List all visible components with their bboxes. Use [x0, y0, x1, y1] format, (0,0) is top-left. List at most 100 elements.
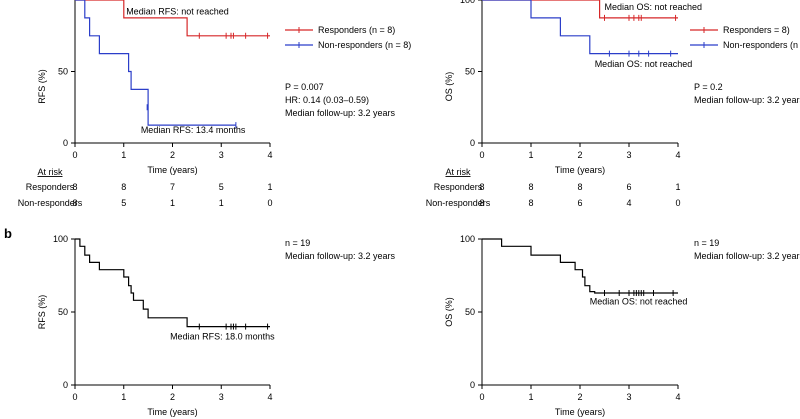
legend-n-label: = 8): [774, 25, 790, 35]
legend-item: Responders = 8): [690, 25, 790, 35]
x-tick-label: 3: [219, 392, 224, 402]
x-tick-label: 4: [675, 150, 680, 160]
x-tick-label: 1: [528, 392, 533, 402]
series-line-all: [482, 238, 678, 294]
x-tick-label: 4: [267, 150, 272, 160]
y-tick-label: 0: [63, 380, 68, 390]
at-risk-value: 5: [121, 198, 126, 208]
at-risk-value: 1: [219, 198, 224, 208]
x-axis-label: Time (years): [555, 165, 605, 175]
x-tick-label: 3: [219, 150, 224, 160]
x-tick-label: 1: [121, 392, 126, 402]
median-annotation: Median OS: not reached: [605, 2, 703, 12]
x-tick-label: 0: [72, 150, 77, 160]
at-risk-value: 1: [675, 182, 680, 192]
legend-label: Responders (n = 8): [318, 25, 395, 35]
at-risk-value: 8: [577, 182, 582, 192]
stats-line: HR: 0.14 (0.03–0.59): [285, 95, 369, 105]
at-risk-value: 0: [675, 198, 680, 208]
y-tick-label: 50: [465, 67, 475, 77]
y-axis-label: OS (%): [444, 72, 454, 102]
stats-line: Median follow-up: 3.2 years: [694, 95, 800, 105]
panel-b-label: b: [4, 226, 12, 241]
x-tick-label: 2: [170, 150, 175, 160]
at-risk-row-label: Responders: [26, 182, 75, 192]
y-axis-label: RFS (%): [37, 295, 47, 330]
legend-item: Non-responders (n = 8): [285, 40, 411, 50]
x-axis-label: Time (years): [147, 407, 197, 417]
at-risk-value: 4: [626, 198, 631, 208]
at-risk-value: 5: [219, 182, 224, 192]
at-risk-title: At risk: [37, 167, 63, 177]
at-risk-row-label: Responders: [434, 182, 483, 192]
legend-series-name: Responders: [723, 25, 774, 35]
x-axis-label: Time (years): [147, 165, 197, 175]
x-tick-label: 4: [675, 392, 680, 402]
y-tick-label: 50: [58, 307, 68, 317]
y-tick-label: 100: [460, 0, 475, 5]
at-risk-title: At risk: [445, 167, 471, 177]
legend-n-label: (n = 8): [385, 40, 411, 50]
legend-label: Responders = 8): [723, 25, 790, 35]
at-risk-row-label: Non-responders: [426, 198, 491, 208]
x-tick-label: 0: [479, 150, 484, 160]
series-line-all: [75, 238, 270, 328]
x-tick-label: 3: [626, 392, 631, 402]
stats-line: n = 19: [694, 238, 719, 248]
at-risk-value: 0: [267, 198, 272, 208]
stats-line: Median follow-up: 3.2 years: [285, 251, 396, 261]
stats-line: Median follow-up: 3.2 years: [285, 108, 396, 118]
x-tick-label: 1: [528, 150, 533, 160]
at-risk-value: 8: [479, 198, 484, 208]
y-tick-label: 50: [58, 67, 68, 77]
at-risk-value: 8: [528, 182, 533, 192]
median-annotation: Median RFS: not reached: [126, 6, 229, 16]
x-tick-label: 2: [577, 150, 582, 160]
x-tick-label: 4: [267, 392, 272, 402]
x-tick-label: 2: [577, 392, 582, 402]
at-risk-value: 6: [577, 198, 582, 208]
at-risk-value: 7: [170, 182, 175, 192]
legend-n-label: (n = 8: [790, 40, 800, 50]
legend-label: Non-responders (n = 8): [318, 40, 411, 50]
series-line-non-responders: [482, 0, 678, 55]
median-annotation: Median RFS: 18.0 months: [170, 332, 275, 342]
legend-series-name: Non-responders: [723, 40, 790, 50]
at-risk-value: 8: [72, 182, 77, 192]
legend-series-name: Non-responders: [318, 40, 385, 50]
at-risk-value: 6: [626, 182, 631, 192]
stats-line: P = 0.007: [285, 82, 324, 92]
stats-line: n = 19: [285, 238, 310, 248]
median-annotation: Median OS: not reached: [595, 59, 693, 69]
at-risk-row-label: Non-responders: [18, 198, 83, 208]
y-tick-label: 0: [63, 138, 68, 148]
series-line-non-responders: [75, 0, 236, 126]
series-line-responders: [75, 0, 270, 37]
y-axis-label: RFS (%): [37, 69, 47, 104]
y-axis-label: OS (%): [444, 297, 454, 327]
at-risk-value: 1: [170, 198, 175, 208]
y-tick-label: 100: [460, 234, 475, 244]
at-risk-value: 8: [72, 198, 77, 208]
legend-series-name: Responders: [318, 25, 369, 35]
median-annotation: Median RFS: 13.4 months: [141, 125, 246, 135]
x-tick-label: 2: [170, 392, 175, 402]
at-risk-value: 8: [528, 198, 533, 208]
legend-n-label: (n = 8): [369, 25, 395, 35]
at-risk-value: 8: [121, 182, 126, 192]
x-tick-label: 0: [72, 392, 77, 402]
at-risk-value: 1: [267, 182, 272, 192]
legend-label: Non-responders (n = 8: [723, 40, 800, 50]
legend-item: Responders (n = 8): [285, 25, 395, 35]
x-tick-label: 0: [479, 392, 484, 402]
y-tick-label: 100: [53, 234, 68, 244]
y-tick-label: 0: [470, 380, 475, 390]
legend-item: Non-responders (n = 8: [690, 40, 800, 50]
x-axis-label: Time (years): [555, 407, 605, 417]
stats-line: Median follow-up: 3.2 years: [694, 251, 800, 261]
